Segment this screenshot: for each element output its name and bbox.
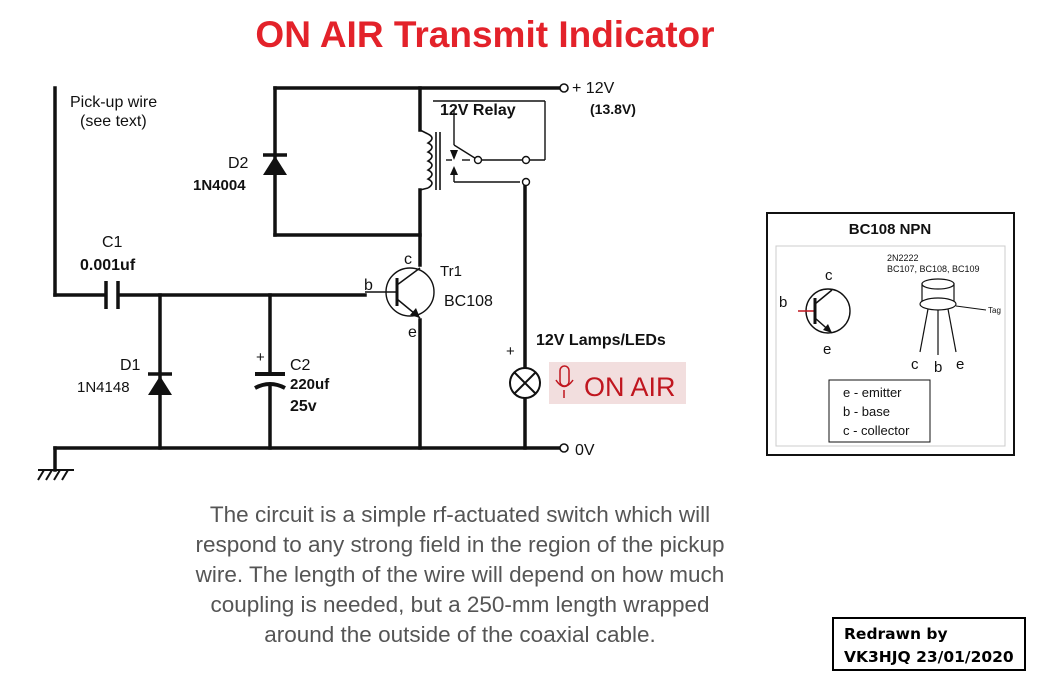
inset-legend-base: b - base <box>843 404 890 419</box>
supply-alt-label: (13.8V) <box>590 101 636 117</box>
inset-package-line1: 2N2222 <box>887 253 919 263</box>
supply-terminal-ground <box>559 443 569 453</box>
supply-positive-label: + 12V <box>572 80 615 97</box>
c2-plus-sign: + <box>256 349 265 366</box>
description-line: The circuit is a simple rf-actuated swit… <box>209 502 711 527</box>
inset-legend-emitter: e - emitter <box>843 385 902 400</box>
tr1-pin-e: e <box>408 324 417 341</box>
relay-coil <box>419 129 441 191</box>
d1-part: 1N4148 <box>77 379 130 396</box>
c2-value: 220uf <box>290 376 330 393</box>
description-line: respond to any strong field in the regio… <box>195 532 725 557</box>
tr1-pin-b: b <box>364 277 373 294</box>
inset-package-line2: BC107, BC108, BC109 <box>887 264 980 274</box>
relay-contact-common <box>473 155 483 165</box>
inset-legend-collector: c - collector <box>843 423 910 438</box>
d2-diode <box>263 153 287 175</box>
credit-line: VK3HJQ 23/01/2020 <box>844 648 1014 666</box>
lamp-plus-sign: + <box>506 343 515 360</box>
relay-arrow-down <box>450 150 458 160</box>
on-air-sign: ON AIR <box>549 362 686 404</box>
inset-title: BC108 NPN <box>849 221 932 238</box>
relay-contact-nc <box>521 155 531 165</box>
description-line: around the outside of the coaxial cable. <box>264 622 656 647</box>
description-line: wire. The length of the wire will depend… <box>195 562 725 587</box>
relay-contacts <box>433 100 546 183</box>
relay-arrow-up <box>450 166 458 175</box>
d1-diode <box>148 372 172 395</box>
d1-name: D1 <box>120 357 141 374</box>
d2-name: D2 <box>228 155 249 172</box>
supply-terminal-positive <box>559 83 569 93</box>
description-paragraph: The circuit is a simple rf-actuated swit… <box>120 500 800 650</box>
on-air-text: ON AIR <box>584 372 676 402</box>
ground-symbol <box>37 469 74 481</box>
c1-capacitor <box>104 281 120 309</box>
c1-value: 0.001uf <box>80 257 136 274</box>
supply-ground-label: 0V <box>575 442 595 459</box>
relay-label: 12V Relay <box>440 102 516 119</box>
lamps-label: 12V Lamps/LEDs <box>536 332 666 349</box>
inset-package-pin-e: e <box>956 356 964 373</box>
inset-symbol-pin-c: c <box>825 267 833 284</box>
pickup-note: (see text) <box>80 113 147 130</box>
d2-part: 1N4004 <box>193 177 246 194</box>
bc108-pinout-inset: BC108 NPN 2N2222 BC107, BC108, BC109 c b… <box>766 212 1015 456</box>
inset-symbol-pin-b: b <box>779 294 787 311</box>
c2-capacitor <box>254 372 286 390</box>
inset-symbol-pin-e: e <box>823 341 831 358</box>
lamp-symbol <box>509 367 541 399</box>
tr1-pin-c: c <box>404 251 412 268</box>
tr1-part: BC108 <box>444 293 493 310</box>
credit-box: Redrawn by VK3HJQ 23/01/2020 <box>832 617 1026 671</box>
inset-package-pin-b: b <box>934 359 942 376</box>
diagram-title: ON AIR Transmit Indicator <box>255 14 715 55</box>
description-line: coupling is needed, but a 250-mm length … <box>210 592 710 617</box>
inset-tag-label: Tag <box>988 306 1001 315</box>
inset-package-pin-c: c <box>911 356 919 373</box>
c1-name: C1 <box>102 234 123 251</box>
c2-voltage: 25v <box>290 398 317 415</box>
transistor-tr1 <box>365 267 435 319</box>
c2-name: C2 <box>290 357 311 374</box>
pickup-label: Pick-up wire <box>70 94 157 111</box>
tr1-name: Tr1 <box>440 263 462 280</box>
relay-contact-no <box>521 177 531 187</box>
credit-line: Redrawn by <box>844 625 948 643</box>
to18-package-drawing <box>919 278 987 355</box>
